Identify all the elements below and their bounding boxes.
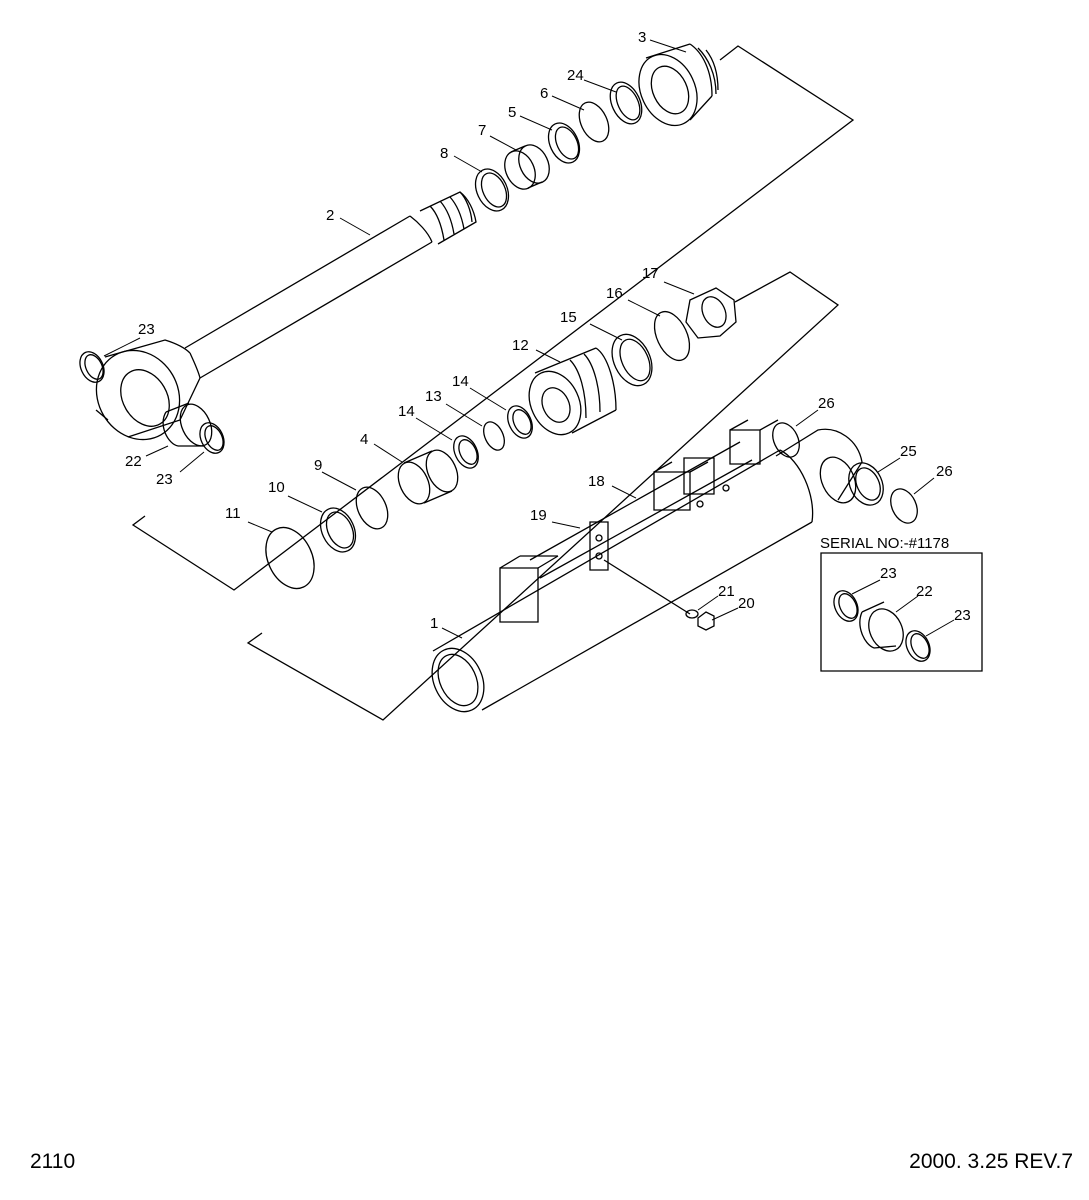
callout-14-upper: 14 xyxy=(452,373,469,390)
callout-23-inset-left: 23 xyxy=(880,565,897,582)
leader-lines xyxy=(104,40,954,638)
callout-26-upper: 26 xyxy=(818,395,835,412)
callout-25: 25 xyxy=(900,443,917,460)
exploded-parts-diagram: 3 24 6 5 7 8 2 23 22 23 17 16 15 12 14 1… xyxy=(0,29,1089,1140)
serial-inset-box xyxy=(821,553,982,671)
callout-7: 7 xyxy=(478,122,486,139)
callout-14-lower: 14 xyxy=(398,403,415,420)
cylinder-tube xyxy=(422,419,922,720)
piston-parts xyxy=(257,288,736,596)
callout-10: 10 xyxy=(268,479,285,496)
callout-13: 13 xyxy=(425,388,442,405)
serial-inset-parts xyxy=(829,587,934,665)
piston-group-outline xyxy=(248,272,838,720)
callout-labels: 3 24 6 5 7 8 2 23 22 23 17 16 15 12 14 1… xyxy=(125,29,971,632)
callout-22-rod: 22 xyxy=(125,453,142,470)
callout-24: 24 xyxy=(567,67,584,84)
callout-21: 21 xyxy=(718,583,735,600)
callout-16: 16 xyxy=(606,285,623,302)
page-number: 2110 xyxy=(30,1150,76,1173)
callout-23-inset-right: 23 xyxy=(954,607,971,624)
callout-17: 17 xyxy=(642,265,659,282)
callout-18: 18 xyxy=(588,473,605,490)
callout-6: 6 xyxy=(540,85,548,102)
callout-1: 1 xyxy=(430,615,438,632)
serial-number-label: SERIAL NO:-#1178 xyxy=(820,535,949,552)
callout-2: 2 xyxy=(326,207,334,224)
callout-22-inset: 22 xyxy=(916,583,933,600)
callout-5: 5 xyxy=(508,104,516,121)
rod-group-outline xyxy=(133,46,853,590)
callout-20: 20 xyxy=(738,595,755,612)
callout-3: 3 xyxy=(638,29,646,46)
callout-26-lower: 26 xyxy=(936,463,953,480)
callout-19: 19 xyxy=(530,507,547,524)
callout-4: 4 xyxy=(360,431,368,448)
callout-8: 8 xyxy=(440,145,448,162)
callout-9: 9 xyxy=(314,457,322,474)
rod-seals xyxy=(469,77,648,216)
rod-eye-assembly xyxy=(75,192,476,457)
callout-11: 11 xyxy=(225,505,241,522)
callout-23-rod-left: 23 xyxy=(138,321,155,338)
callout-15: 15 xyxy=(560,309,577,326)
date-revision: 2000. 3.25 REV.7 xyxy=(909,1150,1073,1173)
callout-23-rod-lower: 23 xyxy=(156,471,173,488)
gland xyxy=(628,44,718,135)
callout-12: 12 xyxy=(512,337,529,354)
